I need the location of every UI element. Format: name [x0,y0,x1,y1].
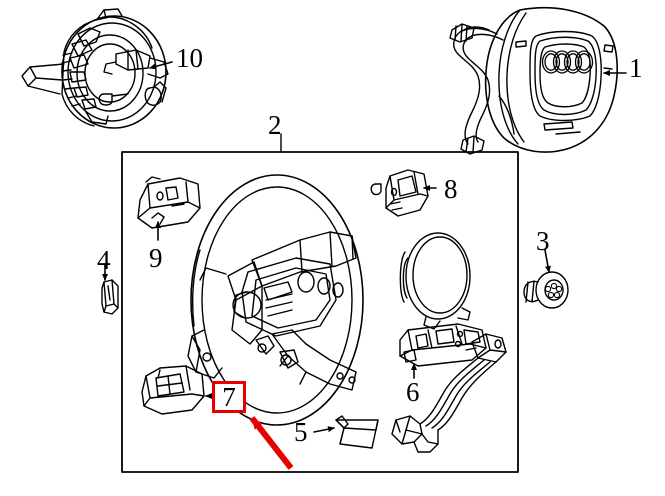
callout-label-2: 2 [268,110,282,140]
callout-label-9: 9 [149,243,163,273]
part-1-wiring-harness [449,23,504,155]
part-7-shift-paddle [141,365,205,415]
callout-label-1: 1 [629,53,643,83]
callout-label-7-highlighted: 7 [212,381,246,413]
part-9-switch-module [137,176,201,229]
group-box-2 [121,133,519,473]
callout-label-4: 4 [97,245,111,275]
callout-label-6: 6 [406,377,420,407]
part-6-switch-panel [399,323,487,367]
highlight-arrow-7 [249,416,294,470]
callout-label-10: 10 [176,43,203,73]
part-2-steering-wheel [187,174,364,426]
horn-contact-ring [399,232,471,330]
callout-3-arrow [544,249,551,273]
callout-label-5: 5 [294,417,308,447]
callout-label-3: 3 [536,226,550,256]
part-8-switch-module [370,169,429,217]
callout-10-arrow [149,61,173,70]
part-4-retaining-clip [101,279,119,315]
callout-label-8: 8 [444,174,458,204]
steering-wheel-wire-harness [391,333,507,453]
callout-5-arrow [313,426,335,433]
part-3-retaining-bolt [523,271,569,309]
part-1-airbag-module [484,6,618,153]
part-10-clockspring [21,8,169,129]
part-5-trim-cover [335,415,379,449]
